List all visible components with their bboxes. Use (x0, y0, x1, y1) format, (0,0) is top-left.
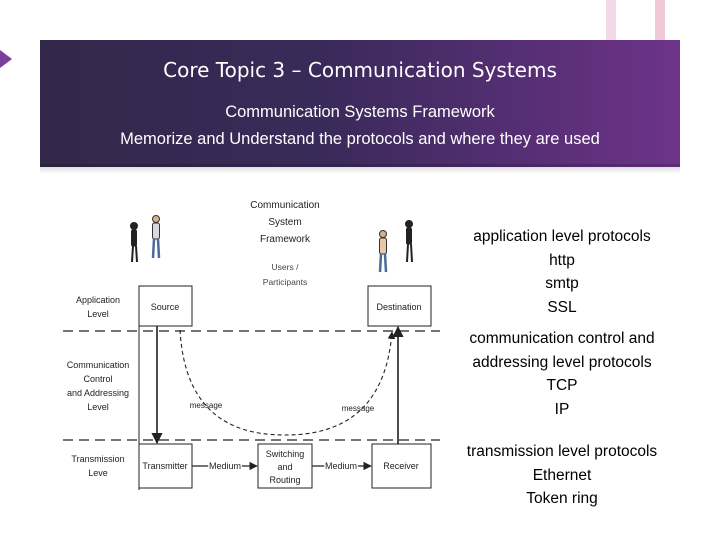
title-banner (40, 40, 680, 167)
protocol-item: IP (554, 400, 570, 418)
protocol-item: Ethernet (532, 466, 592, 484)
level-label-transmission-2: Leve (88, 468, 108, 478)
transmitter-label: Transmitter (142, 461, 187, 471)
banner-shadow (40, 164, 680, 174)
protocol-heading: transmission level protocols (466, 443, 658, 460)
receiver-box (371, 443, 432, 489)
slide-subtitle-line1: Communication Systems Framework (225, 103, 495, 121)
level-label-control-4: Level (87, 402, 109, 412)
protocol-item: Token ring (526, 490, 598, 507)
switching-label-1: Switching (266, 449, 305, 459)
level-label-application-1: Application (76, 295, 120, 305)
person-icon (151, 215, 161, 259)
switching-label-3: Routing (269, 475, 300, 485)
medium-label-right: Medium (325, 461, 357, 471)
application-protocols: application level protocols http smtp SS… (448, 225, 676, 319)
level-label-control-2: Control (83, 374, 112, 384)
slide-title: Core Topic 3 – Communication Systems (163, 58, 557, 82)
diagram-header-line3: Framework (260, 234, 311, 245)
protocol-heading: addressing level protocols (472, 353, 652, 371)
destination-label: Destination (376, 302, 421, 312)
person-icon (130, 222, 138, 263)
person-icon (405, 220, 413, 263)
participants-label-line2: Participants (263, 277, 307, 287)
protocol-heading: communication control and (469, 330, 655, 347)
participants-label-line1: Users / (272, 262, 300, 272)
person-icon (378, 230, 388, 273)
receiver-label: Receiver (383, 461, 419, 471)
level-label-control-1: Communication (67, 360, 130, 370)
bullet-arrow-icon (0, 50, 12, 68)
level-label-transmission-1: Transmission (71, 454, 124, 464)
message-label-right: message (342, 404, 375, 413)
control-protocols: communication control and addressing lev… (448, 327, 676, 421)
switching-label-2: and (277, 462, 292, 472)
diagram-header-line1: Communication (250, 200, 319, 211)
corner-decoration (606, 0, 616, 42)
level-label-control-3: and Addressing (67, 388, 129, 398)
medium-label-left: Medium (209, 461, 241, 471)
transmission-protocols: transmission level protocols Ethernet To… (448, 440, 676, 511)
level-label-application-2: Level (87, 309, 109, 319)
source-box (138, 285, 193, 327)
protocol-item: TCP (546, 377, 578, 394)
transmitter-box (138, 443, 193, 489)
source-label: Source (151, 302, 180, 312)
corner-decoration (655, 0, 665, 42)
message-label-left: message (190, 401, 223, 410)
protocol-item: http (549, 251, 575, 269)
protocol-item: SSL (547, 298, 577, 316)
switching-box (257, 443, 313, 489)
destination-box (367, 285, 432, 327)
diagram-header-line2: System (268, 217, 301, 228)
protocol-item: smtp (545, 275, 579, 292)
slide-subtitle-line2: Memorize and Understand the protocols an… (120, 130, 600, 148)
protocol-heading: application level protocols (473, 228, 651, 245)
message-curve (179, 329, 396, 436)
